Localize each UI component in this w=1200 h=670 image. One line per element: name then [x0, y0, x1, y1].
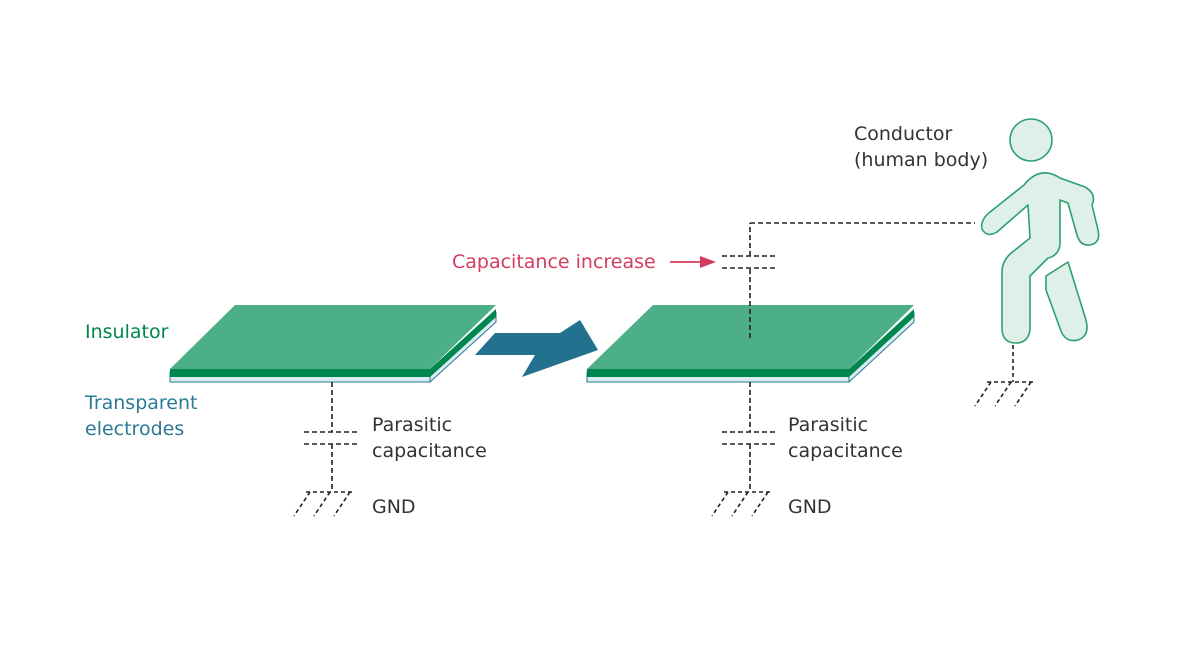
parasitic-capacitance-right-label: Parasitic capacitance: [788, 412, 903, 464]
conductor-label: Conductor (human body): [854, 121, 988, 173]
conductor-line1: Conductor: [854, 123, 953, 145]
parasitic-left-line1: Parasitic: [372, 414, 453, 436]
left-insulator-edge: [170, 369, 430, 377]
right-parasitic-capacitor: [722, 382, 778, 492]
touch-capacitor: [722, 222, 975, 338]
capacitance-increase-label: Capacitance increase: [452, 251, 656, 273]
ground-symbol-icon: [293, 491, 354, 517]
gnd-right-label: GND: [788, 496, 832, 518]
capacitance-increase-arrow: [670, 256, 716, 268]
transparent-electrodes-line1: Transparent: [85, 392, 198, 414]
parasitic-right-line2: capacitance: [788, 440, 903, 462]
parasitic-left-line2: capacitance: [372, 440, 487, 462]
left-insulator-top: [170, 305, 496, 369]
right-panel: [586, 305, 915, 384]
right-insulator-edge: [587, 369, 849, 377]
parasitic-capacitance-left-label: Parasitic capacitance: [372, 412, 487, 464]
walking-person-icon: [980, 118, 1100, 344]
insulator-label: Insulator: [85, 321, 169, 343]
ground-symbol-icon: [711, 491, 772, 517]
right-insulator-side: [849, 309, 914, 377]
transparent-electrodes-line2: electrodes: [85, 418, 185, 440]
conductor-line2: (human body): [854, 149, 989, 171]
transparent-electrodes-label: Transparent electrodes: [85, 390, 198, 442]
arrow-right-icon: [475, 320, 598, 377]
left-parasitic-capacitor: [304, 382, 360, 492]
parasitic-right-line1: Parasitic: [788, 414, 869, 436]
gnd-left-label: GND: [372, 496, 416, 518]
left-insulator-side: [430, 309, 496, 377]
left-panel: [169, 305, 497, 384]
ground-symbol-icon: [974, 345, 1035, 407]
